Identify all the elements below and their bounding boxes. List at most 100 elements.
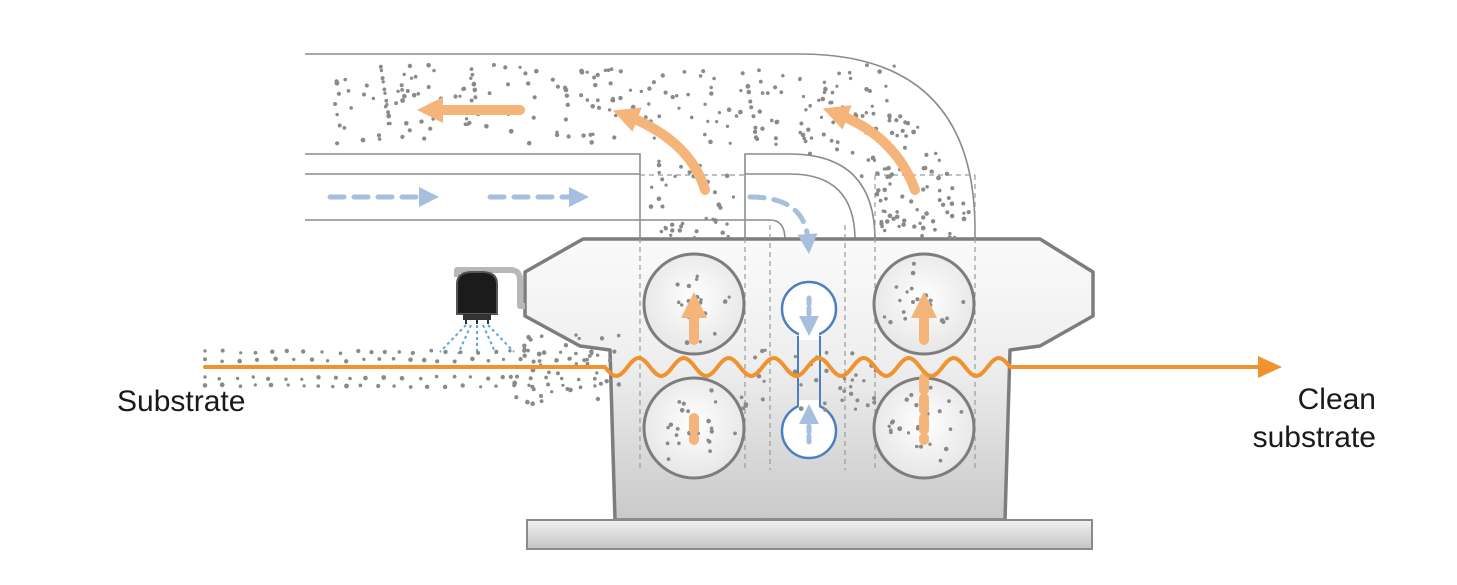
dust-particle bbox=[806, 127, 811, 132]
dust-particle bbox=[840, 398, 844, 403]
dust-particle bbox=[660, 204, 665, 209]
extract-arrow-right-icon bbox=[822, 105, 920, 195]
dust-particle bbox=[316, 375, 321, 380]
dust-particle bbox=[220, 359, 224, 364]
dust-particle bbox=[937, 188, 942, 193]
dust-particle bbox=[888, 320, 893, 325]
dust-particle bbox=[609, 67, 614, 71]
dust-particle bbox=[582, 358, 587, 363]
dust-particle bbox=[944, 171, 950, 176]
dust-particle bbox=[823, 407, 828, 412]
dust-particle bbox=[424, 384, 430, 389]
dust-particle bbox=[928, 442, 932, 446]
dirty-airflow-arrows bbox=[417, 97, 937, 445]
dust-particle bbox=[898, 298, 902, 303]
dust-particle bbox=[727, 295, 731, 299]
dust-particle bbox=[760, 91, 765, 95]
dust-particle bbox=[567, 356, 572, 361]
dust-particle bbox=[220, 348, 225, 353]
dust-particle bbox=[407, 128, 412, 133]
dust-particle bbox=[850, 150, 855, 155]
dust-particle bbox=[698, 74, 703, 78]
dust-particle bbox=[792, 369, 798, 375]
dust-particle bbox=[320, 350, 324, 354]
dust-particle bbox=[895, 210, 899, 214]
dust-particle bbox=[382, 349, 387, 355]
dust-particle bbox=[574, 362, 578, 366]
dust-particle bbox=[882, 315, 887, 319]
dust-particle bbox=[364, 83, 369, 88]
dust-particle bbox=[630, 104, 636, 110]
dust-particle bbox=[503, 65, 508, 70]
dust-particle bbox=[377, 137, 382, 141]
dust-particle bbox=[469, 67, 474, 71]
dust-particle bbox=[765, 91, 770, 95]
dust-particle bbox=[853, 407, 858, 411]
dust-particle bbox=[739, 395, 744, 400]
dust-particle bbox=[912, 224, 917, 229]
dust-particle bbox=[884, 84, 888, 88]
substrate-web bbox=[203, 356, 1262, 378]
dust-particle bbox=[523, 71, 528, 76]
dust-particle bbox=[484, 124, 489, 129]
dust-particle bbox=[882, 187, 887, 193]
dust-particle bbox=[526, 348, 530, 353]
dust-particle bbox=[709, 429, 714, 434]
dust-particle bbox=[924, 211, 929, 216]
dust-particle bbox=[709, 91, 714, 96]
dust-particle bbox=[822, 90, 827, 95]
dust-particle bbox=[799, 121, 804, 126]
dust-particle bbox=[734, 114, 739, 118]
dust-particle bbox=[679, 224, 684, 229]
dust-particle bbox=[706, 119, 710, 123]
dust-particle bbox=[718, 205, 723, 210]
dust-particle bbox=[528, 337, 533, 342]
dust-particle bbox=[399, 376, 405, 381]
dust-particle bbox=[949, 201, 955, 206]
dust-particle bbox=[301, 349, 306, 354]
dust-particle bbox=[651, 80, 657, 85]
dust-particle bbox=[897, 224, 901, 229]
dust-particle bbox=[563, 117, 569, 122]
dust-particle bbox=[709, 85, 713, 90]
dust-particle bbox=[331, 384, 335, 389]
dust-particle bbox=[855, 398, 860, 403]
dust-particle bbox=[894, 285, 899, 289]
dust-particle bbox=[618, 95, 623, 101]
dust-particle bbox=[677, 228, 682, 233]
dust-particle bbox=[399, 83, 404, 88]
dust-particle bbox=[546, 382, 551, 387]
dust-particle bbox=[309, 357, 315, 362]
dust-particle bbox=[380, 76, 385, 81]
dust-particle bbox=[781, 74, 785, 78]
dust-particle bbox=[432, 68, 436, 73]
dust-particle bbox=[724, 173, 730, 179]
dust-particle bbox=[585, 70, 589, 74]
dust-particle bbox=[738, 109, 743, 115]
dust-particle bbox=[937, 158, 941, 162]
dust-particle bbox=[585, 361, 590, 366]
dust-particle bbox=[689, 115, 694, 120]
dust-particle bbox=[421, 357, 427, 363]
dust-particle bbox=[202, 383, 208, 388]
dust-particle bbox=[901, 310, 906, 314]
dust-particle bbox=[469, 98, 474, 103]
dust-particle bbox=[686, 409, 690, 414]
dust-particles bbox=[202, 62, 971, 463]
dust-particle bbox=[894, 118, 899, 123]
dust-particle bbox=[773, 136, 778, 141]
dust-particle bbox=[647, 102, 651, 106]
dust-particle bbox=[921, 215, 926, 220]
dust-particle bbox=[762, 379, 766, 383]
dust-particle bbox=[892, 64, 896, 68]
dust-particle bbox=[333, 375, 338, 380]
dust-particle bbox=[270, 349, 275, 354]
dust-particle bbox=[356, 348, 361, 354]
dust-particle bbox=[924, 152, 929, 157]
dust-particle bbox=[865, 63, 869, 67]
dust-particle bbox=[695, 274, 699, 278]
dust-particle bbox=[888, 116, 892, 120]
dust-particle bbox=[669, 233, 673, 237]
dust-particle bbox=[578, 385, 583, 390]
